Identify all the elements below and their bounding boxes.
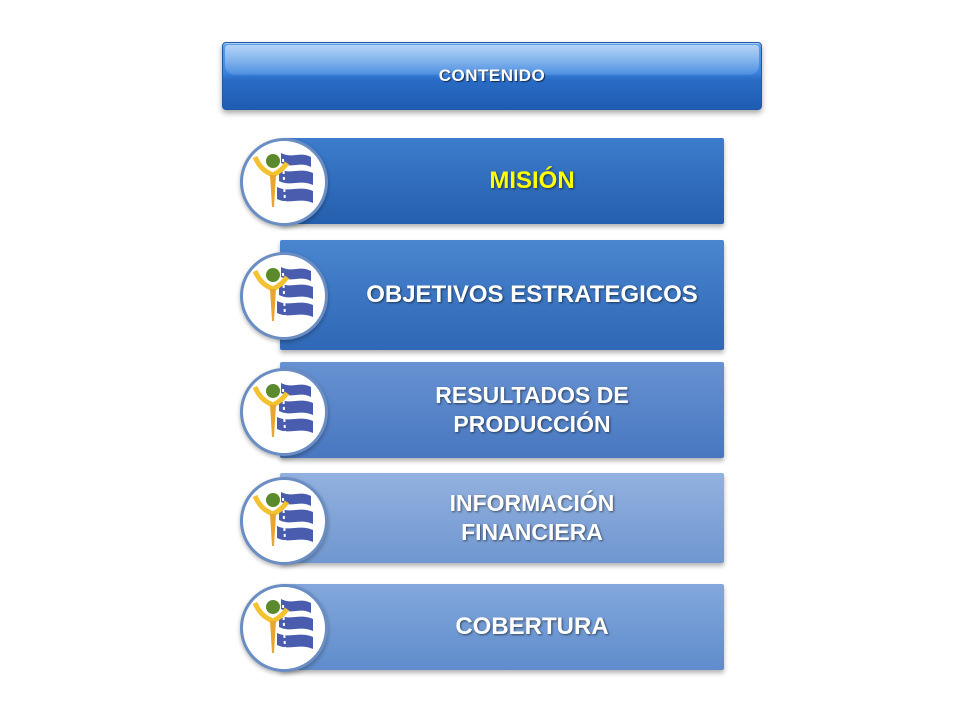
menu-item-bar[interactable]: INFORMACIÓN FINANCIERA [280,473,724,563]
menu-item-informacion[interactable]: INFORMACIÓN FINANCIERA [240,473,724,565]
menu-item-bar[interactable]: COBERTURA [280,584,724,670]
menu-item-label: INFORMACIÓN FINANCIERA [449,490,615,545]
menu-item-cobertura[interactable]: COBERTURA [240,584,724,672]
contenido-header-button[interactable]: CONTENIDO [222,42,762,110]
menu-item-label: COBERTURA [455,613,609,640]
menu-item-resultados[interactable]: RESULTADOS DE PRODUCCIÓN [240,362,724,458]
logo-icon [240,138,328,226]
logo-icon [240,584,328,672]
menu-item-label: MISIÓN [489,167,575,194]
logo-icon [240,477,328,565]
menu-item-bar[interactable]: RESULTADOS DE PRODUCCIÓN [280,362,724,458]
menu-item-label: RESULTADOS DE PRODUCCIÓN [435,382,629,437]
menu-item-mision[interactable]: MISIÓN [240,138,724,226]
logo-icon [240,368,328,456]
menu-item-label: OBJETIVOS ESTRATEGICOS [366,281,698,308]
header-title: CONTENIDO [438,66,546,85]
menu-item-bar[interactable]: MISIÓN [280,138,724,224]
logo-icon [240,252,328,340]
menu-item-bar[interactable]: OBJETIVOS ESTRATEGICOS [280,240,724,350]
menu-item-objetivos[interactable]: OBJETIVOS ESTRATEGICOS [240,240,724,350]
